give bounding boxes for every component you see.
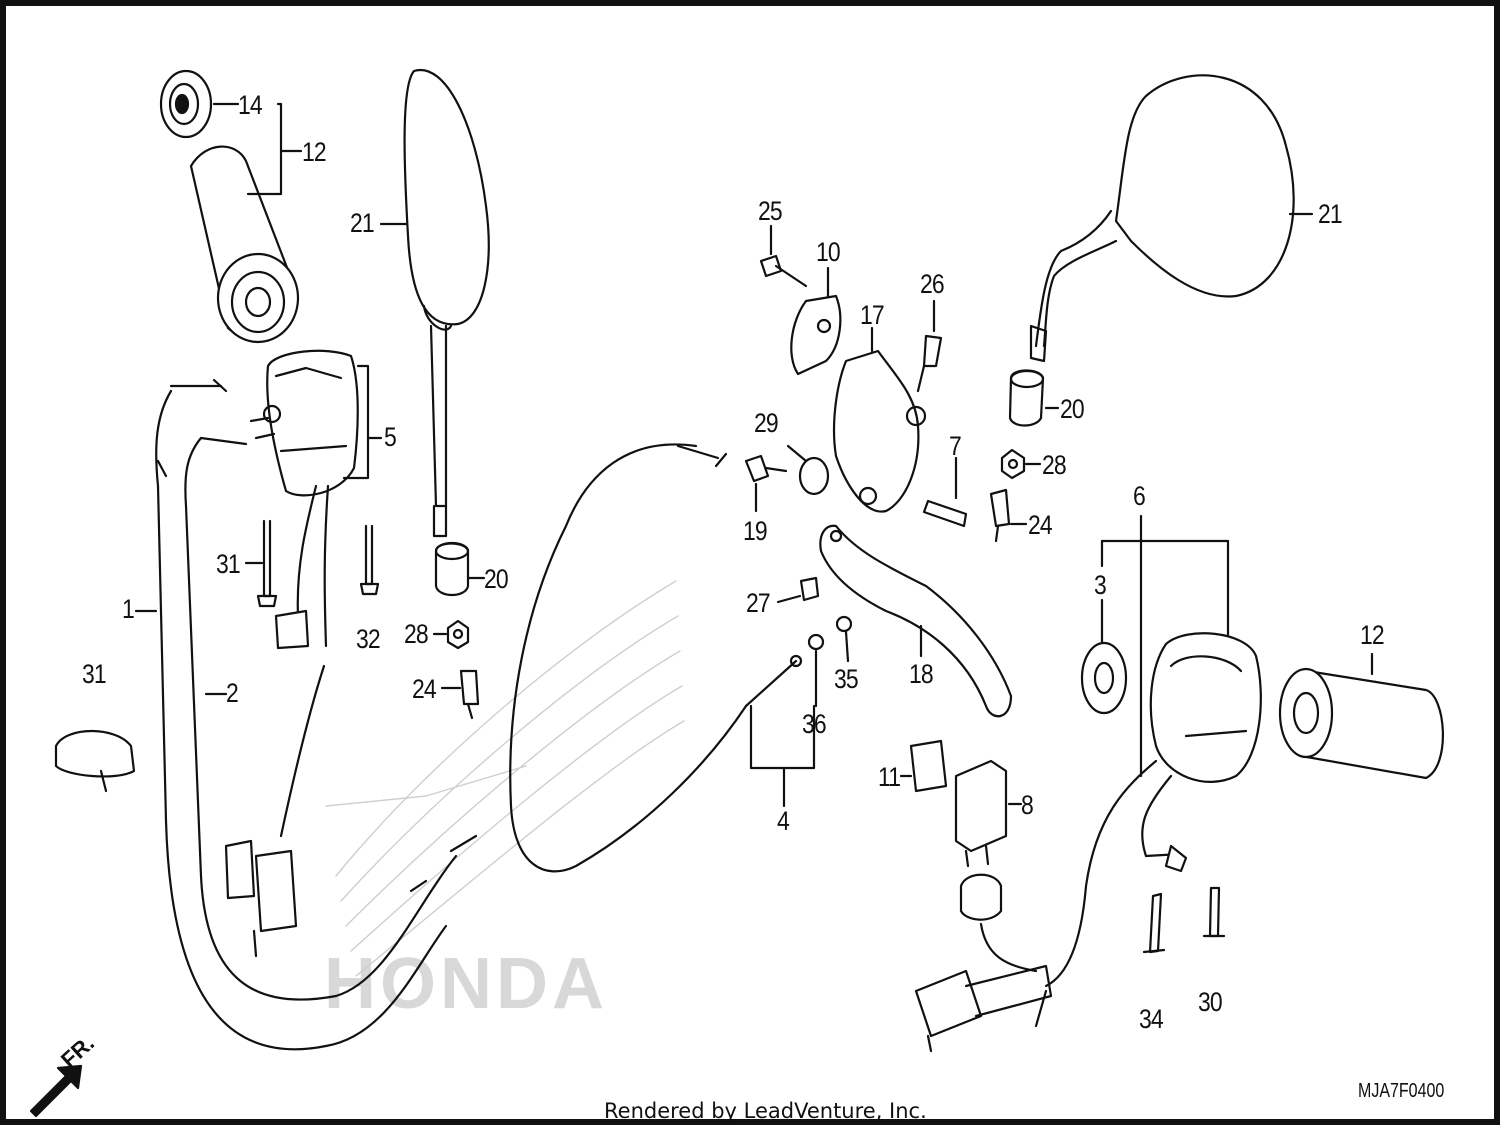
wire-harness-connector bbox=[914, 873, 1053, 1053]
callout-number: 21 bbox=[350, 208, 375, 238]
callout-number: 8 bbox=[1021, 790, 1034, 820]
clutch-lever-18 bbox=[819, 524, 1013, 718]
left-mirror-21 bbox=[379, 68, 490, 538]
callout-number: 1 bbox=[122, 594, 135, 624]
mirror-adaptor-20-left bbox=[434, 541, 486, 597]
right-mirror-21 bbox=[1029, 74, 1314, 363]
nut-36 bbox=[807, 633, 825, 708]
callout-number: 11 bbox=[878, 762, 901, 792]
throttle-cable-1 bbox=[134, 378, 448, 1051]
relay-9 bbox=[899, 739, 948, 793]
honda-logo-watermark-text: HONDA bbox=[324, 944, 608, 1024]
callout-number: 32 bbox=[356, 624, 381, 654]
screw-26 bbox=[916, 299, 943, 393]
clutch-lever-holder-17 bbox=[832, 326, 927, 513]
callout-number: 12 bbox=[302, 137, 327, 167]
callout-number: 35 bbox=[834, 664, 859, 694]
nut-24-right bbox=[989, 488, 1028, 543]
washer-3 bbox=[1080, 539, 1230, 715]
pin-7 bbox=[922, 456, 968, 528]
callout-number: 25 bbox=[758, 196, 783, 226]
nut-28-right bbox=[1000, 448, 1042, 480]
front-direction-arrow bbox=[29, 1064, 83, 1118]
relay-8 bbox=[954, 759, 1023, 868]
callout-number: 31 bbox=[82, 659, 107, 689]
callout-number: 20 bbox=[1060, 394, 1085, 424]
left-switch-housing-5 bbox=[224, 349, 383, 958]
honda-wing-watermark bbox=[325, 580, 685, 977]
render-credit-footer: Rendered by LeadVenture, Inc. bbox=[604, 1099, 927, 1123]
right-switch-housing-6 bbox=[1044, 514, 1262, 988]
clutch-cable-4 bbox=[509, 443, 816, 873]
clutch-holder-10 bbox=[790, 266, 842, 376]
callout-number: 7 bbox=[949, 431, 962, 461]
callout-number: 24 bbox=[1028, 510, 1053, 540]
callout-number: 19 bbox=[743, 516, 768, 546]
callout-number: 24 bbox=[412, 674, 437, 704]
callout-number: 28 bbox=[404, 619, 429, 649]
nut-28-left bbox=[432, 619, 470, 650]
screw-34 bbox=[1142, 892, 1166, 954]
callout-number: 20 bbox=[484, 564, 509, 594]
bolt-27 bbox=[776, 576, 820, 604]
callout-number: 26 bbox=[920, 269, 945, 299]
callout-number: 21 bbox=[1318, 199, 1343, 229]
screw-31 bbox=[359, 524, 380, 596]
bolt-19 bbox=[744, 454, 788, 513]
callout-number: 31 bbox=[216, 549, 241, 579]
callout-number: 6 bbox=[1133, 481, 1146, 511]
cable-clip-30 bbox=[54, 729, 136, 793]
callout-number: 18 bbox=[909, 659, 934, 689]
left-grip-11 bbox=[189, 145, 300, 344]
nut-24-left bbox=[440, 669, 480, 720]
callout-number: 3 bbox=[1094, 570, 1107, 600]
callout-number: 30 bbox=[1198, 987, 1223, 1017]
callout-number: 29 bbox=[754, 408, 779, 438]
callout-number: 36 bbox=[802, 709, 827, 739]
right-grip-12 bbox=[1278, 652, 1445, 780]
grip-end-cap-14 bbox=[159, 69, 213, 139]
mirror-adaptor-20-right bbox=[1008, 369, 1060, 427]
throttle-cable-2 bbox=[184, 436, 478, 1001]
callout-number: 28 bbox=[1042, 450, 1067, 480]
callout-number: 4 bbox=[777, 806, 790, 836]
callout-number: 2 bbox=[226, 678, 239, 708]
callout-number: 34 bbox=[1139, 1004, 1164, 1034]
svg-text:HONDA: HONDA bbox=[324, 944, 608, 1024]
callout-number: 5 bbox=[384, 422, 397, 452]
screw-32 bbox=[1202, 886, 1226, 938]
nut-35 bbox=[835, 615, 853, 663]
callout-number: 14 bbox=[238, 90, 263, 120]
callout-number: 17 bbox=[860, 300, 885, 330]
bolt-25 bbox=[759, 224, 808, 288]
callout-number: 27 bbox=[746, 588, 771, 618]
callout-number: 12 bbox=[1360, 620, 1385, 650]
diagram-code: MJA7F0400 bbox=[1358, 1080, 1445, 1102]
callout-number: 10 bbox=[816, 237, 841, 267]
parts-diagram: HONDA bbox=[29, 68, 1445, 1118]
switch-29 bbox=[786, 444, 830, 496]
screw-33 bbox=[244, 519, 278, 608]
